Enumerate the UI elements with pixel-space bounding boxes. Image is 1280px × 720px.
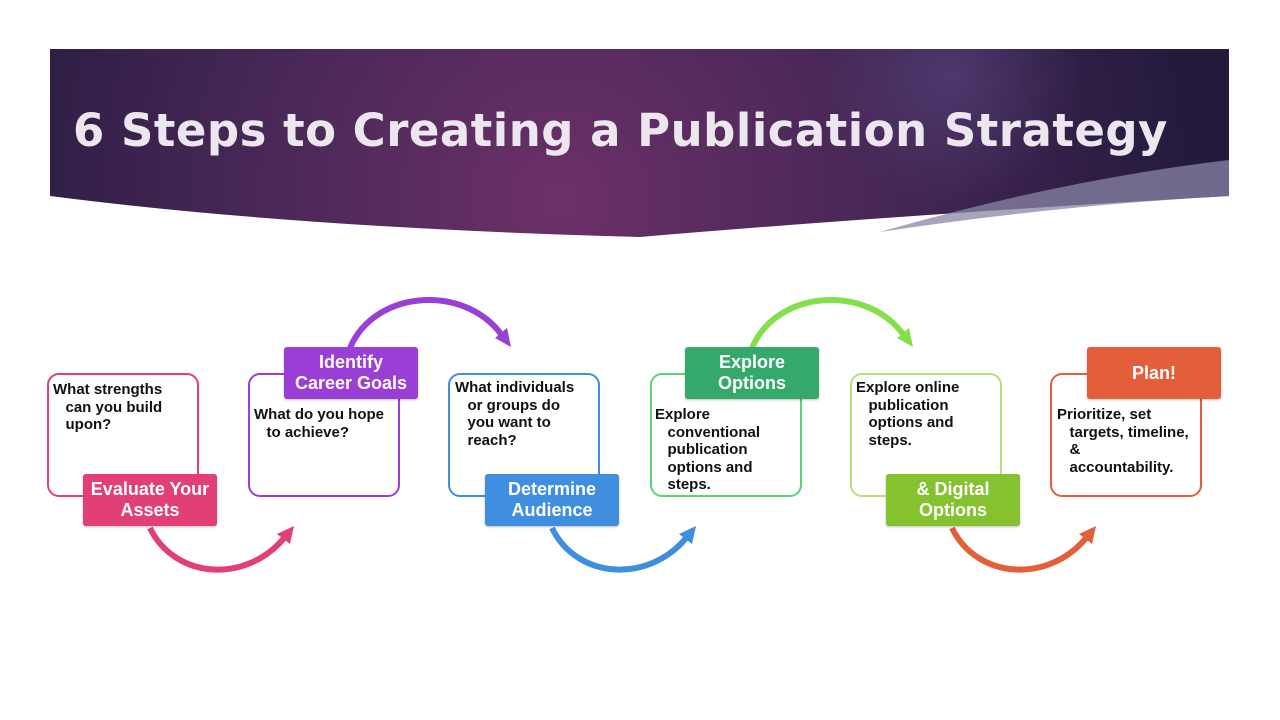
arrowhead-1 [277, 526, 294, 544]
step-5-label: & Digital Options [886, 474, 1020, 526]
step-3-label: Determine Audience [485, 474, 619, 526]
arrow-4-to-5 [749, 297, 910, 350]
arrowhead-2 [495, 328, 511, 347]
step-2-description: What do you hope to achieve? [254, 406, 384, 441]
arrow-2-to-3 [347, 297, 508, 350]
arrowhead-3 [679, 526, 696, 544]
step-1-description: What strengths can you build upon? [53, 381, 163, 433]
step-1-label: Evaluate Your Assets [83, 474, 217, 526]
step-6-label: Plan! [1087, 347, 1221, 399]
step-5-description: Explore online publication options and s… [856, 379, 960, 449]
step-3-description: What individuals or groups do you want t… [455, 379, 575, 449]
arrow-5-to-6 [949, 526, 1093, 573]
page-title: 6 Steps to Creating a Publication Strate… [73, 104, 1168, 157]
step-2-label: Identify Career Goals [284, 347, 418, 399]
step-4-description: Explore conventional publication options… [655, 406, 761, 493]
arrowhead-5 [1079, 526, 1096, 544]
title-banner [50, 49, 1229, 237]
arrowhead-4 [897, 328, 913, 347]
step-6-description: Prioritize, set targets, timeline, & acc… [1057, 406, 1189, 476]
arrow-3-to-4 [549, 526, 693, 573]
step-4-label: Explore Options [685, 347, 819, 399]
arrow-1-to-2 [147, 526, 291, 573]
